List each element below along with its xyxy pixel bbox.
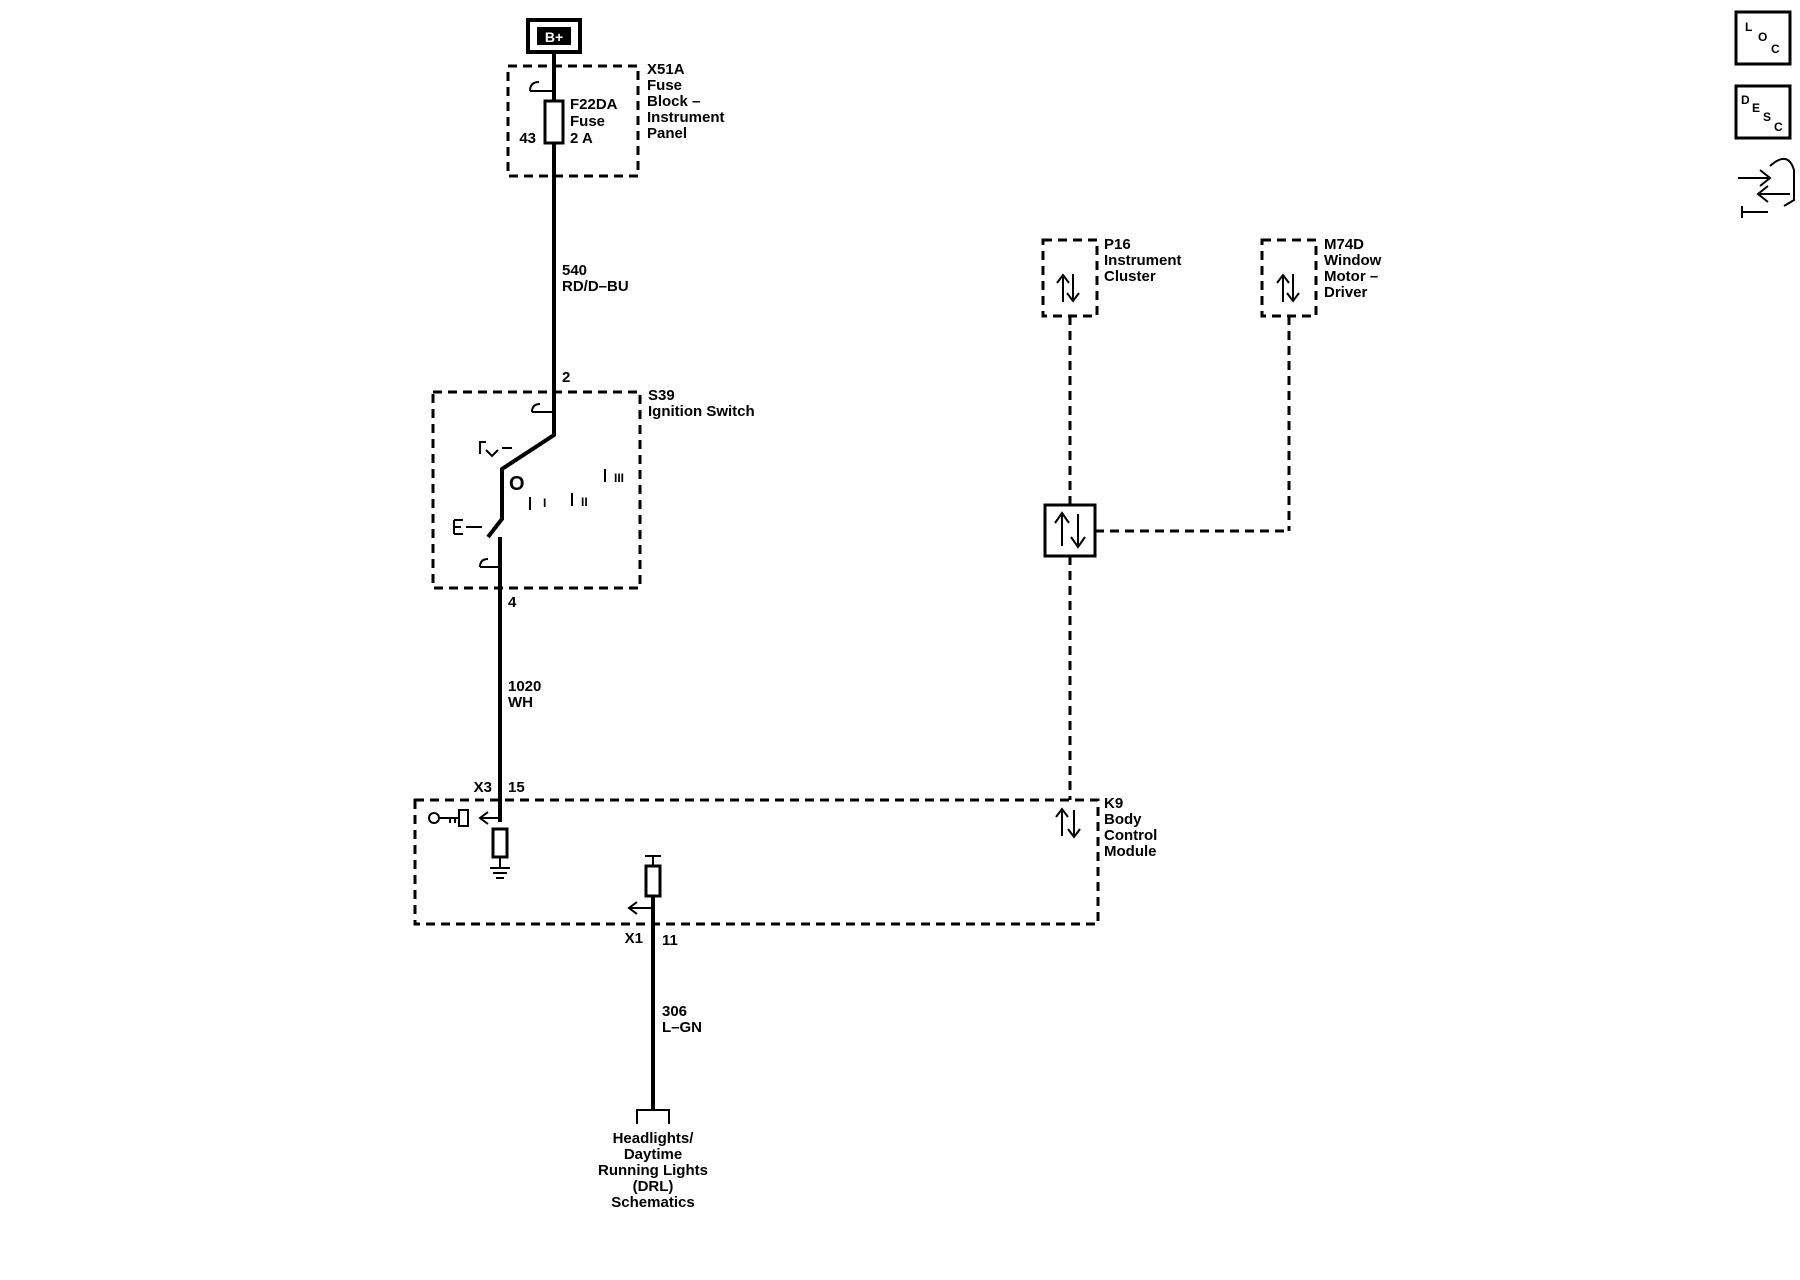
desc-button[interactable]: D E S C [1734,84,1792,140]
destination-line-3: Running Lights [598,1162,708,1179]
serial-data-links [1068,316,1291,800]
bcm-name-line-2: Control [1104,827,1157,844]
window-motor-name-line-2: Motor – [1324,268,1378,285]
bcm-name-line-1: Body [1104,811,1142,828]
power-source: B+ [526,18,582,54]
data-arrows-icon [1276,273,1300,303]
ignition-switch: 2 O I II III S39 Ignition Switch 4 [431,369,755,611]
desc-letter-c: C [1774,120,1783,134]
destination-line-2: Daytime [624,1146,682,1163]
switch-position-1: I [543,496,546,510]
window-motor-name-line-1: Window [1324,252,1382,269]
bcm-pin-15: 15 [508,779,525,796]
data-arrows-icon [1055,807,1081,839]
data-arrows-icon [1056,273,1080,303]
fuse-block-id: X51A [647,61,685,78]
body-control-module: X3 15 K9 Body Control Module X1 11 [413,779,1157,949]
ignition-switch-name: Ignition Switch [648,403,755,420]
ignition-pin-bottom: 4 [508,594,517,611]
loc-letter-o: O [1758,30,1767,44]
supply-terminal [645,855,661,866]
switch-actuator-symbol [453,519,482,535]
fuse-block-name-line-4: Panel [647,125,687,142]
destination-line-5: Schematics [611,1194,694,1211]
wire-540-circuit: 540 [562,262,587,279]
switch-position-2: II [581,495,588,509]
loc-letter-c: C [1771,42,1780,56]
page-reference: Headlights/ Daytime Running Lights (DRL)… [598,1109,708,1211]
desc-letter-d: D [1741,93,1750,107]
fuse-block: 43 F22DA Fuse 2 A X51A Fuse Block – Inst… [506,61,725,178]
ignition-switch-id: S39 [648,387,675,404]
loc-letter-l: L [1745,20,1752,34]
input-resistor [491,827,509,859]
output-resistor [644,864,662,898]
bcm-connector-x3: X3 [474,779,492,796]
fuse-block-name-line-2: Block – [647,93,700,110]
instrument-cluster-name-line-2: Cluster [1104,268,1156,285]
wire-1020-color: WH [508,694,533,711]
window-motor: M74D Window Motor – Driver [1260,236,1382,318]
switch-position-off: O [509,473,525,495]
switch-position-3: III [614,471,624,485]
window-motor-name-line-3: Driver [1324,284,1368,301]
instrument-cluster-id: P16 [1104,236,1131,253]
fuse-block-name-line-3: Instrument [647,109,725,126]
fuse-block-name-line-1: Fuse [647,77,682,94]
wire-540-color: RD/D–BU [562,278,629,295]
wire-306-circuit: 306 [662,1003,687,1020]
bcm-id: K9 [1104,795,1123,812]
page-reference-icon [636,1109,670,1124]
fuse-label-line-1: Fuse [570,113,605,130]
destination-line-1: Headlights/ [613,1130,695,1147]
bcm-connector-x1: X1 [625,930,643,947]
connector-terminal-icon [529,81,552,92]
loc-button[interactable]: L O C [1734,10,1792,66]
connector-terminal-icon [479,558,500,568]
bcm-name-line-3: Module [1104,843,1157,860]
fuse-label-line-2: 2 A [570,130,593,147]
key-icon [428,809,469,827]
fuse-icon [543,99,565,145]
instrument-cluster-name-line-1: Instrument [1104,252,1182,269]
output-arrow-icon [627,901,653,915]
bcm-pin-11: 11 [662,932,678,949]
power-label: B+ [545,29,563,45]
instrument-cluster: P16 Instrument Cluster [1041,236,1182,318]
wire-1020-circuit: 1020 [508,678,541,695]
ignition-pin-top: 2 [562,369,570,386]
destination-line-4: (DRL) [633,1178,674,1195]
ground-icon [490,857,510,879]
connector-terminal-icon [531,403,554,413]
fuse-id: F22DA [570,96,618,113]
switch-lock-symbol [479,441,512,458]
connector-tools-icon[interactable] [1738,158,1795,218]
desc-letter-s: S [1763,110,1771,124]
window-motor-id: M74D [1324,236,1364,253]
serial-data-splice [1043,503,1097,558]
switch-contact [486,411,556,539]
wire-306-color: L–GN [662,1019,702,1036]
input-arrow-icon [478,811,500,825]
fuse-block-pin: 43 [519,130,536,147]
desc-letter-e: E [1752,101,1760,115]
